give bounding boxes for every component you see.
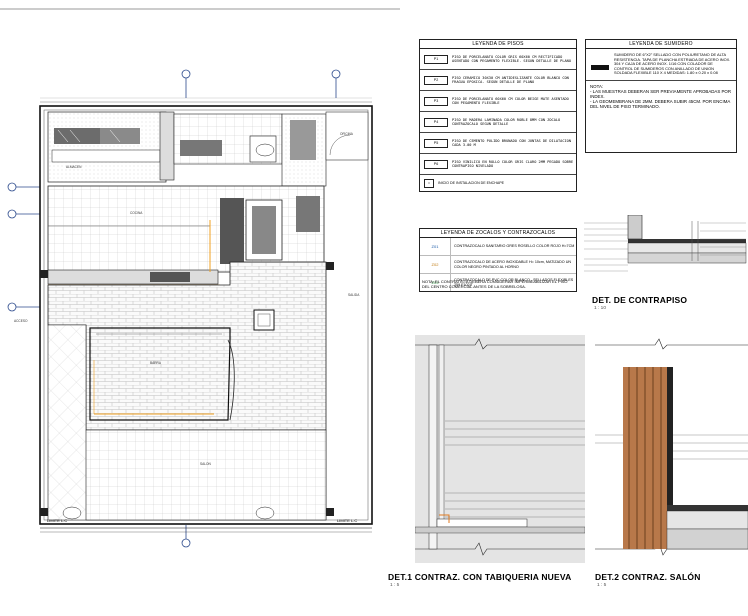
sumidero-desc: SUMIDERO DE 6"X2" SELLADO CON POLIURETAN… [614, 52, 731, 76]
floor-plan: SS.HH. ALMACEN COCINA BARRA SALON OFICIN… [0, 8, 400, 548]
legend-pisos-row: P1 PISO DE PORCELANATO COLOR GRIS 60X60 C… [420, 49, 576, 70]
legend-pisos-row: P3 PISO DE PORCELANATO 60X60 CM COLOR BEI… [420, 91, 576, 112]
det1-scale: 1 : 5 [390, 583, 400, 588]
zocalo-desc: CONTRAZOCALO SANITARIO GRES ROSELLO COLO… [450, 238, 574, 255]
contrapiso-detail-drawing [584, 215, 747, 272]
floor-desc: PISO DE MADERA LAMINADA COLOR ROBLE 8MM … [452, 117, 561, 126]
legend-sumidero-title: LEYENDA DE SUMIDERO [586, 40, 736, 49]
legend-pisos-row: P6 PISO VINILICO EN ROLLO COLOR GRIS CLAR… [420, 154, 576, 175]
start-marker: • [424, 178, 434, 188]
legend-pisos-row: P2 PISO CERAMICO 30X30 CM ANTIDESLIZANTE … [420, 70, 576, 91]
floor-desc: PISO VINILICO EN ROLLO COLOR GRIS CLARO … [452, 159, 574, 168]
sumidero-note: - LA GEOMEMBRANA DE 2MM. DEBERA SUBIR 45… [590, 98, 731, 109]
zocalo-code: Z01 [431, 244, 439, 249]
start-desc: INICIO DE INSTALACION DE ENCHAPE [438, 180, 505, 185]
legend-pisos: LEYENDA DE PISOS P1 PISO DE PORCELANATO C… [419, 39, 577, 192]
zocalo-code: Z02 [431, 262, 439, 267]
zocalo-row: Z01 CONTRAZOCALO SANITARIO GRES ROSELLO C… [420, 238, 576, 256]
contrapiso-scale: 1 : 10 [594, 306, 607, 311]
zocalo-row: Z03 CONTRAZOCALO DE PVC COLOR BLANCO - SE… [420, 274, 576, 291]
zocalo-code: Z03 [431, 280, 439, 285]
limit-label-right: LIMITE L.C [337, 518, 358, 523]
det2-scale: 1 : 5 [597, 583, 607, 588]
contrapiso-title: DET. DE CONTRAPISO [592, 295, 688, 305]
legend-pisos-row: P4 PISO DE MADERA LAMINADA COLOR ROBLE 8M… [420, 112, 576, 133]
sumidero-note-title: NOTA: [590, 83, 604, 89]
floor-desc: PISO DE PORCELANATO COLOR GRIS 60X60 CM … [452, 54, 571, 63]
floor-code: P1 [424, 54, 448, 64]
limit-label-left: LIMITE L.C [47, 518, 68, 523]
zocalo-desc: CONTRAZOCALO DE PVC COLOR BLANCO - SELLA… [450, 274, 576, 291]
legend-sumidero: LEYENDA DE SUMIDERO SUMIDERO DE 6"X2" SE… [585, 39, 737, 153]
legend-pisos-start-row: • INICIO DE INSTALACION DE ENCHAPE [420, 175, 576, 191]
sumidero-symbol [591, 65, 609, 70]
floor-code: P5 [424, 138, 448, 148]
svg-text:COCINA: COCINA [130, 211, 143, 215]
det2-title: DET.2 CONTRAZ. SALÓN [595, 572, 701, 582]
zocalo-note: NOTA: EL CONTRATISTA DEBERA CONSIDERAR I… [422, 279, 568, 289]
floor-code: P4 [424, 117, 448, 127]
legend-pisos-title: LEYENDA DE PISOS [420, 40, 576, 49]
floor-desc: PISO CERAMICO 30X30 CM ANTIDESLIZANTE CO… [452, 75, 569, 84]
det1-drawing [415, 335, 585, 563]
sumidero-note: - LAS MUESTRAS DEBERAN SER PREVIAMENTE A… [590, 88, 732, 99]
svg-text:BARRA: BARRA [150, 361, 162, 365]
floor-code: P2 [424, 75, 448, 85]
svg-text:SALIDA: SALIDA [348, 293, 360, 297]
legend-pisos-row: P5 PISO DE CEMENTO PULIDO BRUNADO CON JUN… [420, 133, 576, 154]
svg-text:ALMACEN: ALMACEN [66, 165, 82, 169]
svg-text:SALON: SALON [200, 462, 212, 466]
floor-desc: PISO DE CEMENTO PULIDO BRUNADO CON JUNTA… [452, 138, 571, 147]
floor-code: P6 [424, 159, 448, 169]
det1-title: DET.1 CONTRAZ. CON TABIQUERIA NUEVA [388, 572, 572, 582]
zocalo-desc: CONTRAZOCALO DE ACERO INOXIDABLE H= 10cm… [450, 256, 576, 273]
svg-text:ACCESO: ACCESO [14, 319, 28, 323]
floor-code: P3 [424, 96, 448, 106]
det2-drawing [595, 335, 748, 563]
legend-zocalos-title: LEYENDA DE ZOCALOS Y CONTRAZOCALOS [420, 229, 576, 238]
zocalo-row: Z02 CONTRAZOCALO DE ACERO INOXIDABLE H= 1… [420, 256, 576, 274]
svg-text:OFICINA: OFICINA [340, 132, 354, 136]
floor-desc: PISO DE PORCELANATO 60X60 CM COLOR BEIGE… [452, 96, 569, 105]
